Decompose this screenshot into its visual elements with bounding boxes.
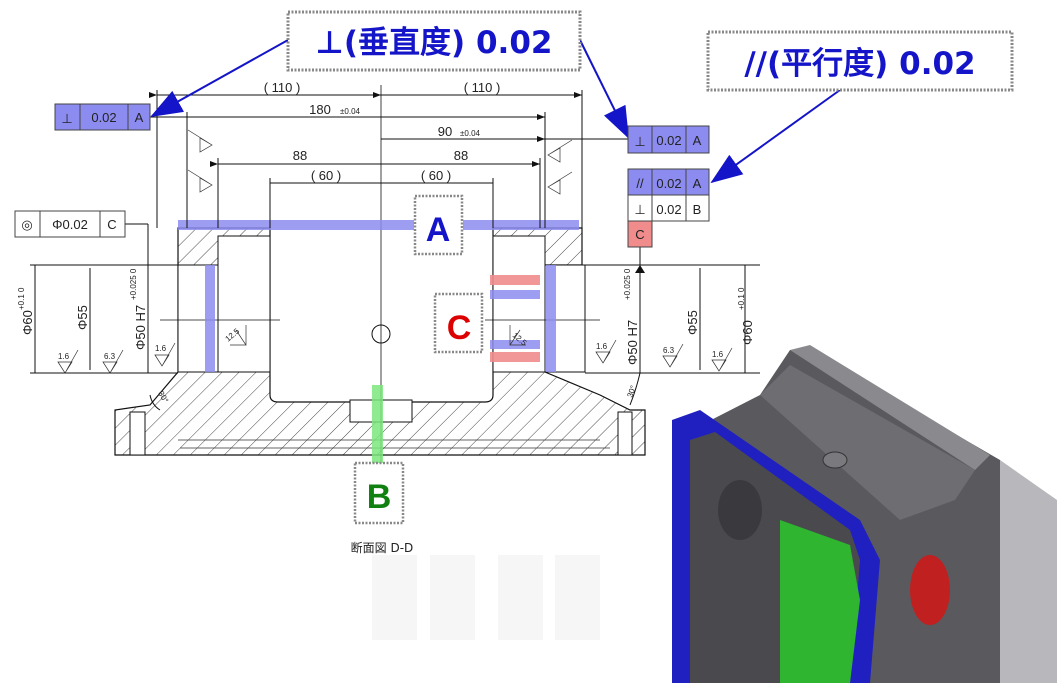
angle-30-right: 30°: [625, 384, 638, 398]
fcf-datum: C: [107, 217, 116, 232]
datum-c-flag: C: [635, 227, 644, 242]
roughness-6-3: 6.3: [663, 346, 675, 355]
datum-b-label: B: [353, 461, 405, 525]
dim-ref-110-right: ( 110 ): [464, 80, 501, 95]
fcf-datum: A: [135, 110, 144, 125]
part-3d-render: [672, 345, 1057, 683]
fcf-datum: A: [693, 176, 702, 191]
dim-dia50-right: Φ50 H7: [625, 320, 640, 365]
section-title: 断面図 D-D: [351, 540, 414, 555]
fcf-left-perpendicularity: ⊥ 0.02 A: [54, 103, 151, 131]
dim-dia60-tol-left: +0.1 0: [17, 287, 26, 310]
roughness-1-6: 1.6: [155, 344, 167, 353]
dim-90: 90: [438, 124, 452, 139]
fcf-right-perpendicularity: ⊥ 0.02 A: [627, 125, 710, 154]
dim-180: 180: [309, 102, 331, 117]
datum-c-text: C: [447, 309, 472, 347]
perpendicularity-callout: ⊥(垂直度) 0.02: [286, 10, 582, 72]
dim-ref-60-left: ( 60 ): [311, 168, 341, 183]
dim-dia50-tol-right: +0.025 0: [623, 268, 632, 300]
dim-dia60-left: Φ60: [20, 310, 35, 335]
fcf-tolerance: 0.02: [656, 202, 681, 217]
dimension-lines: [30, 90, 760, 411]
dim-ref-110-left: ( 110 ): [264, 80, 301, 95]
perpendicularity-callout-text: ⊥(垂直度) 0.02: [316, 25, 553, 61]
datum-a-highlight: [178, 220, 579, 372]
roughness-1-6: 1.6: [596, 342, 608, 351]
datum-a-text: A: [426, 211, 451, 249]
datum-c-highlight: [490, 275, 540, 362]
dim-180-tolerance: ±0.04: [340, 107, 361, 116]
datum-a-label: A: [413, 194, 464, 256]
perpendicular-symbol-icon: ⊥: [634, 134, 645, 149]
fcf-tolerance: Φ0.02: [52, 217, 88, 232]
perpendicular-symbol-icon: ⊥: [634, 202, 645, 217]
datum-b-highlight: [372, 385, 383, 463]
parallelism-callout-text: //(平行度) 0.02: [744, 46, 975, 82]
datum-c-label: C: [433, 292, 484, 354]
dim-dia50-left: Φ50 H7: [133, 305, 148, 350]
dim-ref-60-right: ( 60 ): [421, 168, 451, 183]
callout-leaders: [150, 39, 841, 184]
parallelism-callout: //(平行度) 0.02: [706, 30, 1014, 92]
roughness-1-6: 1.6: [712, 350, 724, 359]
dim-dia60-right: Φ60: [740, 320, 755, 345]
dim-90-tolerance: ±0.04: [460, 129, 481, 138]
fcf-concentricity: ◎ Φ0.02 C: [14, 210, 126, 238]
faint-background: [372, 555, 600, 640]
dim-dia60-tol-right: +0.1 0: [737, 287, 746, 310]
dim-88-left: 88: [293, 148, 307, 163]
roughness-1-6: 1.6: [58, 352, 70, 361]
fcf-right-parallel: // 0.02 A ⊥ 0.02 B C: [627, 168, 710, 273]
parallel-symbol-icon: //: [636, 176, 644, 191]
fcf-tolerance: 0.02: [656, 133, 681, 148]
fcf-datum: B: [693, 202, 702, 217]
fcf-tolerance: 0.02: [91, 110, 116, 125]
concentricity-symbol-icon: ◎: [21, 217, 32, 232]
dim-dia55-right: Φ55: [685, 310, 700, 335]
fcf-tolerance: 0.02: [656, 176, 681, 191]
fcf-datum: A: [693, 133, 702, 148]
roughness-6-3: 6.3: [104, 352, 116, 361]
dim-88-right: 88: [454, 148, 468, 163]
datum-b-text: B: [367, 478, 392, 516]
dim-dia50-tol-left: +0.025 0: [129, 268, 138, 300]
perpendicular-symbol-icon: ⊥: [61, 111, 72, 126]
dim-dia55-left: Φ55: [75, 305, 90, 330]
